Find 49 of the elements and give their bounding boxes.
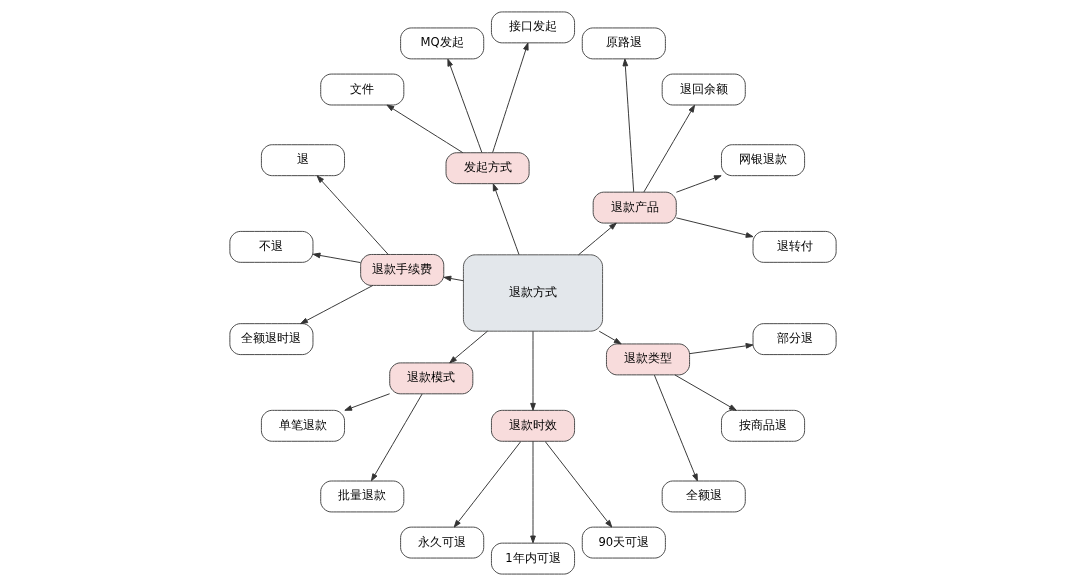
arrow: [343, 393, 390, 411]
node-box: 文件: [319, 73, 404, 106]
arrow: [312, 252, 361, 264]
arrow: [675, 175, 722, 193]
node-box: 单笔退款: [260, 409, 345, 442]
node-box: 退款时效: [490, 409, 575, 442]
node-box: 网银退款: [720, 144, 805, 177]
node-box: 退转付: [752, 230, 837, 263]
node-box: 退款模式: [388, 362, 473, 395]
arrow: [622, 58, 634, 193]
node-box: 退款产品: [592, 191, 677, 224]
node-box: 发起方式: [445, 152, 530, 185]
node-box: 1年内可退: [490, 542, 575, 575]
node-box: 接口发起: [490, 11, 575, 44]
node-box: 退: [260, 144, 345, 177]
arrow: [598, 330, 622, 345]
arrow: [529, 330, 536, 411]
arrow: [577, 222, 617, 256]
node-box: 全额退: [661, 480, 746, 513]
node-box: 退回余额: [661, 73, 746, 106]
arrow: [642, 104, 695, 193]
node-box: 不退: [228, 230, 313, 263]
node-box: 90天可退: [581, 526, 666, 559]
node-box: 退款类型: [605, 343, 690, 376]
arrow: [653, 374, 698, 482]
node-box: 退款手续费: [359, 254, 444, 286]
arrow: [675, 217, 753, 238]
arrow: [443, 275, 464, 282]
arrow: [529, 440, 536, 544]
arrow: [370, 393, 423, 482]
arrow: [688, 343, 753, 355]
node-box: 按商品退: [720, 409, 805, 442]
arrow: [386, 104, 463, 154]
node-box: 原路退: [581, 27, 666, 60]
node-box: 退款方式: [462, 254, 603, 332]
node-box: MQ发起: [399, 27, 484, 60]
arrow: [299, 285, 373, 325]
arrow: [544, 441, 612, 528]
arrow: [491, 42, 529, 154]
arrow: [448, 330, 488, 364]
arrow: [674, 374, 737, 411]
arrow: [446, 58, 482, 154]
node-box: 永久可退: [399, 526, 484, 559]
node-box: 部分退: [752, 323, 837, 356]
arrow: [492, 183, 519, 255]
arrow: [316, 175, 388, 255]
node-box: 批量退款: [319, 480, 404, 513]
node-box: 全额退时退: [228, 323, 313, 356]
arrow: [453, 441, 521, 528]
